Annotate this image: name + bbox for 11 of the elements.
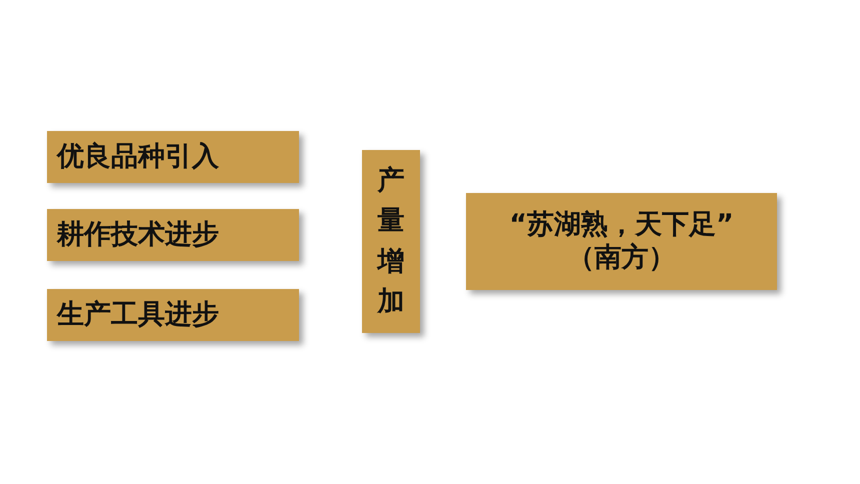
box-text: 产量增加 xyxy=(378,164,404,319)
box-text: （南方） xyxy=(568,242,676,274)
box-text: 生产工具进步 xyxy=(57,298,219,332)
text-box xyxy=(47,289,299,341)
box-text: 优良品种引入 xyxy=(57,140,219,174)
text-box xyxy=(362,150,420,333)
text-box xyxy=(47,209,299,261)
box-text: 耕作技术进步 xyxy=(57,218,219,252)
box-text: “苏湖熟，天下足” xyxy=(509,209,734,242)
text-box xyxy=(47,131,299,183)
text-box xyxy=(466,193,777,290)
